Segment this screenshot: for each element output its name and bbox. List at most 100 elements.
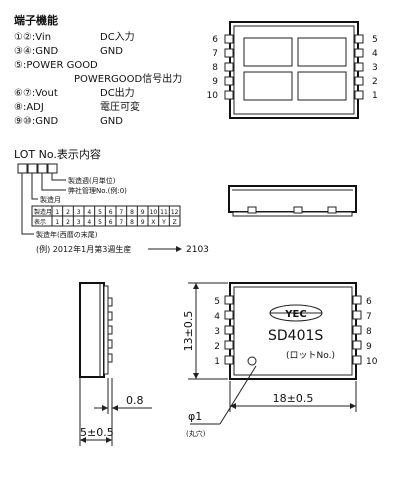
- top-view-pin-label: 1: [372, 91, 378, 101]
- top-view-pin-label: 8: [212, 63, 218, 73]
- lot-table-month-cell: 6: [109, 209, 113, 216]
- side-view: 0.8 5±0.5: [79, 282, 152, 446]
- lot-table-head-code: 表示: [34, 218, 46, 226]
- terminal-row-2-pins: ③④:GND: [14, 46, 59, 57]
- front-view-pin-label: 8: [366, 327, 372, 337]
- top-view-pad-right: [354, 90, 364, 100]
- side-elevation-base: [232, 211, 353, 217]
- lot-example-code: 2103: [186, 245, 209, 255]
- front-view-pad-left: [224, 295, 234, 305]
- lot-table-month-cell: 11: [160, 209, 168, 216]
- lot-table-code-cell: 2: [66, 219, 70, 226]
- front-view-pin-label: 2: [214, 342, 220, 352]
- front-view-pad-right: [352, 355, 362, 365]
- front-view-pin-label: 1: [214, 357, 220, 367]
- lot-title: LOT No.表示内容: [14, 147, 101, 161]
- terminal-row-1-pins: ①②:Vin: [14, 32, 51, 43]
- front-view-pin-label: 7: [366, 312, 372, 322]
- dim-hole-note: (丸穴): [186, 429, 206, 438]
- lot-example-arrowhead: [176, 246, 182, 252]
- lot-label-year: 製造年(西暦の末尾): [36, 230, 98, 239]
- top-view-pad-left: [224, 34, 234, 44]
- terminal-row-6-pins: ⑨⑩:GND: [14, 116, 59, 127]
- top-view-pad-left: [224, 62, 234, 72]
- dim-arrowhead: [350, 403, 356, 409]
- lot-label-week: 製造週(月単位): [68, 176, 116, 185]
- lot-table-month-cell: 10: [150, 209, 158, 216]
- top-view-pad-right: [354, 76, 364, 86]
- front-view-model: SD401S: [268, 328, 323, 344]
- lot-code-box: [17, 163, 28, 174]
- terminal-row-6-func: GND: [100, 116, 123, 127]
- top-view-pad-right: [354, 34, 364, 44]
- dim-height: 13±0.5: [182, 311, 195, 352]
- front-view-pad-right: [352, 310, 362, 320]
- dim-hole: φ1: [188, 410, 202, 423]
- lot-table-code-cell: Z: [173, 219, 177, 226]
- brand-logo-text: YEC: [284, 309, 306, 320]
- front-view-pin-label: 5: [214, 297, 220, 307]
- side-view-pin: [107, 297, 113, 307]
- dim-pin-thickness: 0.8: [126, 394, 144, 407]
- top-view-pin-label: 6: [212, 35, 218, 45]
- top-view-pad-left: [224, 90, 234, 100]
- front-view-pad-left: [224, 340, 234, 350]
- lot-leader-week: [51, 173, 66, 181]
- side-elevation-pin: [327, 206, 337, 214]
- lot-table-code-cell: 4: [87, 219, 91, 226]
- dim-arrowhead: [193, 373, 199, 379]
- terminal-functions-block: 端子機能 ①②:Vin DC入力 ③④:GND GND ⑤:POWER GOOD…: [14, 13, 182, 127]
- lot-code-box: [27, 163, 38, 174]
- terminal-functions-heading: 端子機能: [14, 13, 58, 27]
- terminal-row-3-pins: ⑤:POWER GOOD: [14, 60, 98, 71]
- top-view-body: [229, 21, 359, 119]
- terminal-row-2-func: GND: [100, 46, 123, 57]
- side-elevation-view: [228, 185, 357, 217]
- front-view-pad-right: [352, 295, 362, 305]
- dim-arrowhead: [106, 437, 112, 443]
- top-view-pad-right: [354, 62, 364, 72]
- lot-table-month-cell: 2: [66, 209, 70, 216]
- terminal-row-4-func: DC出力: [100, 86, 135, 99]
- lot-table-month-cell: 9: [141, 209, 145, 216]
- lot-table-month-cell: 5: [98, 209, 102, 216]
- dim-arrowhead: [112, 405, 118, 411]
- lot-table-head-month: 製造月: [34, 208, 52, 216]
- lot-number-block: LOT No.表示内容 製造週(月単位) 弊社管理No.(例:0) 製造月 製造…: [14, 147, 209, 255]
- lot-table-code-cell: X: [151, 219, 155, 226]
- top-view-window-bl: [243, 71, 293, 101]
- front-view-pin-label: 3: [214, 327, 220, 337]
- top-view-pin-label: 2: [372, 77, 378, 87]
- front-view-pin-label: 10: [366, 357, 378, 367]
- front-view-pad-left: [224, 355, 234, 365]
- front-view-inner-outline: [233, 286, 353, 376]
- lot-table-code-cell: 7: [119, 219, 123, 226]
- lot-table-month-cell: 1: [55, 209, 59, 216]
- dim-arrowhead: [230, 403, 236, 409]
- top-view-inner-outline: [233, 25, 355, 115]
- lot-table-month-cell: 12: [171, 209, 179, 216]
- terminal-row-5-func: 電圧可変: [100, 100, 140, 113]
- lot-table-code-cell: 8: [130, 219, 134, 226]
- front-view-pin-label: 9: [366, 342, 372, 352]
- dim-arrowhead: [80, 437, 86, 443]
- lot-table-month-cell: 7: [119, 209, 123, 216]
- lot-table-code-cell: 3: [77, 219, 81, 226]
- lot-table-code-cell: 5: [98, 219, 102, 226]
- lot-code-box: [37, 163, 48, 174]
- top-view-pin-label: 7: [212, 49, 218, 59]
- lot-code-box: [47, 163, 58, 174]
- lot-label-month: 製造月: [40, 195, 61, 204]
- lot-table-code-cell: 9: [141, 219, 145, 226]
- dim-arrowhead: [102, 405, 108, 411]
- top-view-window-br: [297, 71, 347, 101]
- top-view-pin-label: 4: [372, 49, 378, 59]
- dim-depth: 5±0.5: [80, 426, 114, 439]
- side-elevation-pin: [247, 206, 257, 214]
- terminal-row-4-pins: ⑥⑦:Vout: [14, 88, 58, 99]
- top-view: 6 7 8 9 10 5 4 3 2 1: [207, 21, 378, 119]
- top-view-pin-label: 9: [212, 77, 218, 87]
- top-view-pad-right: [354, 48, 364, 58]
